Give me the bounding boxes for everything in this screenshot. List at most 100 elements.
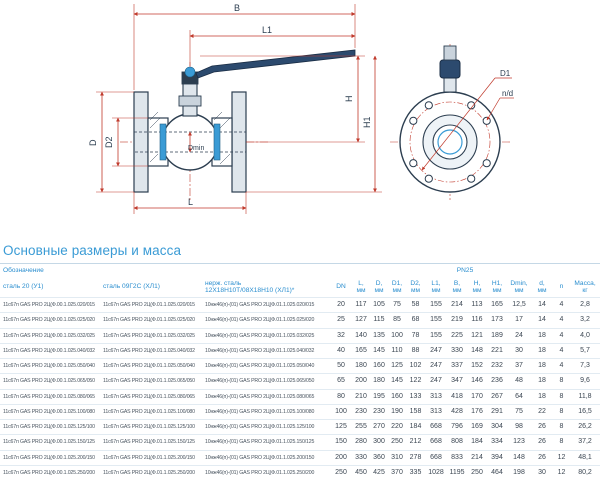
value-cell: 65 (330, 373, 352, 389)
designation-cell: 11с67п GAS PRO 2Ц(Ф.01.1.025.025/020 (100, 312, 202, 328)
value-cell: 113 (467, 296, 487, 313)
col-header-n: n (559, 283, 564, 291)
section-title: Основные размеры и масса (3, 243, 182, 258)
value-cell: 210 (352, 388, 370, 405)
value-cell: 796 (447, 418, 467, 435)
value-cell: 16,5 (570, 403, 600, 420)
value-cell: 425 (370, 464, 388, 480)
value-cell: 360 (370, 449, 388, 466)
value-cell: 26 (531, 449, 553, 466)
value-cell: 464 (487, 464, 507, 480)
value-cell: 335 (406, 464, 425, 480)
value-cell: 8 (553, 418, 570, 435)
value-cell: 337 (447, 357, 467, 374)
col-header-h: H,мм (472, 279, 482, 295)
value-cell: 313 (425, 388, 447, 405)
value-cell: 125 (388, 357, 406, 374)
value-cell: 8 (553, 373, 570, 389)
value-cell: 155 (425, 296, 447, 313)
value-cell: 278 (406, 449, 425, 466)
value-cell: 1195 (447, 464, 467, 480)
value-cell: 169 (467, 418, 487, 435)
value-cell: 833 (447, 449, 467, 466)
value-cell: 313 (425, 403, 447, 420)
value-cell: 170 (467, 388, 487, 405)
front-view: D1 n/d (390, 44, 514, 200)
value-cell: 32 (330, 327, 352, 344)
value-cell: 150 (330, 434, 352, 450)
value-cell: 334 (487, 434, 507, 450)
value-cell: 200 (352, 373, 370, 389)
value-cell: 80 (330, 388, 352, 405)
value-cell: 98 (507, 418, 531, 435)
designation-cell: 11с67п GAS PRO 2Ц(Ф.01.1.025.040/032 (100, 342, 202, 359)
col-header-dn: DN (336, 283, 346, 291)
value-cell: 37,2 (570, 434, 600, 450)
value-cell: 155 (425, 327, 447, 344)
value-cell: 232 (487, 357, 507, 374)
value-cell: 8 (553, 403, 570, 420)
value-cell: 24 (507, 327, 531, 344)
value-cell: 200 (330, 449, 352, 466)
value-cell: 250 (467, 464, 487, 480)
value-cell: 18 (531, 342, 553, 359)
designation-cell: 11с67п GAS PRO 2Ц(Ф.00.1.025.250/200 (0, 464, 100, 480)
value-cell: 190 (388, 403, 406, 420)
value-cell: 9,6 (570, 373, 600, 389)
value-cell: 370 (388, 464, 406, 480)
value-cell: 80,2 (570, 464, 600, 480)
dim-h1-label: H1 (362, 116, 372, 128)
value-cell: 668 (425, 434, 447, 450)
value-cell: 184 (406, 418, 425, 435)
value-cell: 17 (507, 312, 531, 328)
value-cell: 102 (406, 357, 425, 374)
value-cell: 145 (370, 342, 388, 359)
designation-cell: 10нж46(п)-(01) GAS PRO 2Ц(Ф.01.1.025.065… (202, 373, 330, 389)
value-cell: 100 (330, 403, 352, 420)
value-cell: 145 (388, 373, 406, 389)
value-cell: 330 (352, 449, 370, 466)
dim-b-label: B (234, 3, 240, 13)
value-cell: 270 (370, 418, 388, 435)
value-cell: 304 (487, 418, 507, 435)
value-cell: 123 (507, 434, 531, 450)
designation-cell: 11с67п GAS PRO 2Ц(Ф.00.1.025.125/100 (0, 418, 100, 435)
value-cell: 105 (370, 296, 388, 313)
value-cell: 11,8 (570, 388, 600, 405)
value-cell: 2,8 (570, 296, 600, 313)
value-cell: 255 (352, 418, 370, 435)
value-cell: 122 (406, 373, 425, 389)
value-cell: 75 (507, 403, 531, 420)
value-cell: 8 (553, 434, 570, 450)
dim-nd-label: n/d (502, 89, 513, 98)
value-cell: 26 (531, 418, 553, 435)
designation-cell: 10нж46(п)-(01) GAS PRO 2Ц(Ф.01.1.025.032… (202, 327, 330, 344)
value-cell: 127 (352, 312, 370, 328)
value-cell: 250 (330, 464, 352, 480)
designation-cell: 11с67п GAS PRO 2Ц(Ф.01.1.025.250/200 (100, 464, 202, 480)
value-cell: 668 (425, 418, 447, 435)
value-cell: 68 (406, 312, 425, 328)
value-cell: 1028 (425, 464, 447, 480)
value-cell: 394 (487, 449, 507, 466)
value-cell: 12 (553, 449, 570, 466)
value-cell: 198 (507, 464, 531, 480)
value-cell: 347 (447, 373, 467, 389)
value-cell: 78 (406, 327, 425, 344)
designation-cell: 11с67п GAS PRO 2Ц(Ф.01.1.025.080/065 (100, 388, 202, 405)
value-cell: 121 (467, 327, 487, 344)
value-cell: 212 (406, 434, 425, 450)
value-cell: 214 (447, 296, 467, 313)
designation-cell: 10нж46(п)-(01) GAS PRO 2Ц(Ф.01.1.025.025… (202, 312, 330, 328)
value-cell: 180 (352, 357, 370, 374)
designation-cell: 11с67п GAS PRO 2Ц(Ф.01.1.025.020/015 (100, 296, 202, 313)
